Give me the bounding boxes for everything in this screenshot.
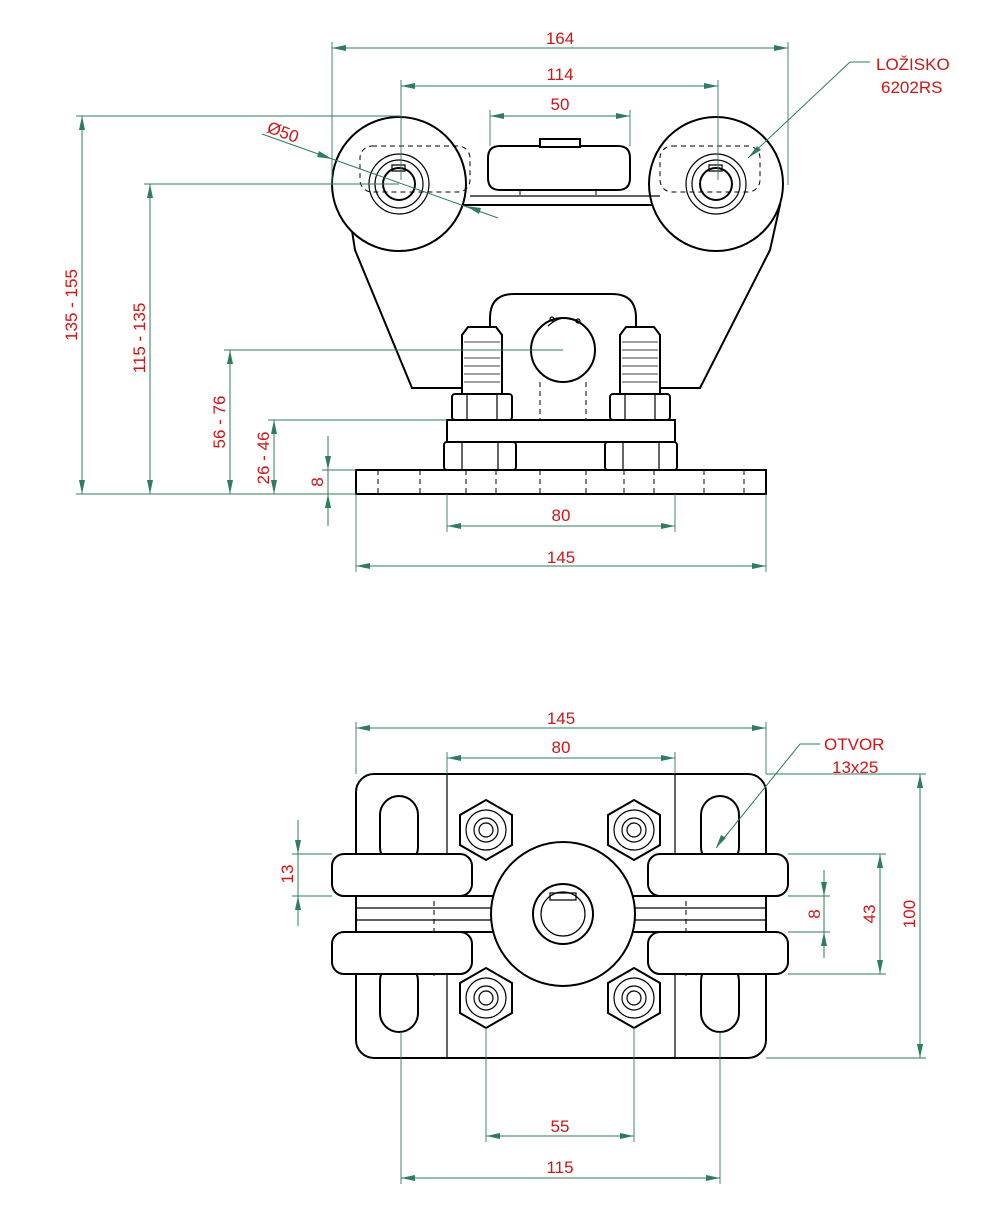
central-hub	[490, 841, 636, 987]
right-wheel	[648, 116, 784, 252]
dim-plate-thickness: 8	[308, 477, 327, 486]
dim-axle-height: 115 - 135	[130, 303, 149, 374]
dim-clamp-height: 26 - 46	[254, 432, 273, 485]
hex-nut-bottom-left	[459, 966, 513, 1030]
dim-wheel-diameter: Ø50	[265, 118, 302, 147]
left-upper-nut	[451, 393, 513, 421]
dim-bolt-spacing: 80	[552, 506, 571, 525]
right-lower-nut	[604, 441, 678, 471]
hex-nut-top-left	[459, 798, 513, 862]
dim-top-plate-width: 145	[547, 709, 575, 728]
dim-bolt-pitch: 55	[551, 1117, 570, 1136]
right-axle-housing	[659, 145, 761, 193]
slot-label-line1: OTVOR	[824, 735, 884, 754]
dim-plate-depth: 100	[900, 900, 919, 928]
dim-pin-height: 56 - 76	[210, 396, 229, 449]
top-wheel-left-lower	[331, 931, 473, 975]
guide-roller	[487, 138, 631, 196]
right-stud	[619, 326, 661, 395]
dim-wheel-pair-width: 43	[860, 905, 879, 924]
clamp-plate	[446, 419, 676, 443]
slot-label-line2: 13x25	[832, 758, 878, 777]
dim-gap-width: 8	[805, 909, 824, 918]
top-wheel-right-lower	[647, 931, 789, 975]
front-dimensions: 164 114 50 Ø50 LOŽISKO 6202RS 135 - 155	[62, 29, 950, 572]
dim-slot-spacing: 115	[546, 1158, 573, 1177]
dim-plate-width: 145	[547, 548, 575, 567]
left-stud	[461, 326, 503, 395]
top-view	[331, 773, 789, 1059]
bearing-label-line1: LOŽISKO	[876, 55, 950, 74]
base-plate	[355, 469, 767, 495]
top-wheel-right-upper	[647, 853, 789, 897]
dim-guide-width: 50	[551, 95, 570, 114]
right-upper-nut	[609, 393, 671, 421]
dim-wheel-spacing: 114	[546, 65, 573, 84]
dim-top-bolt-spacing: 80	[552, 738, 571, 757]
top-wheel-left-upper	[331, 853, 473, 897]
dim-overall-width: 164	[546, 29, 574, 48]
hex-nut-top-right	[607, 798, 661, 862]
top-dimensions: 145 80 OTVOR 13x25 13 8 43	[278, 709, 926, 1184]
bearing-label-line2: 6202RS	[881, 78, 942, 97]
dim-total-height: 135 - 155	[62, 269, 81, 341]
left-lower-nut	[443, 441, 517, 471]
front-view	[331, 116, 784, 495]
dim-wheel-width: 13	[278, 865, 297, 884]
